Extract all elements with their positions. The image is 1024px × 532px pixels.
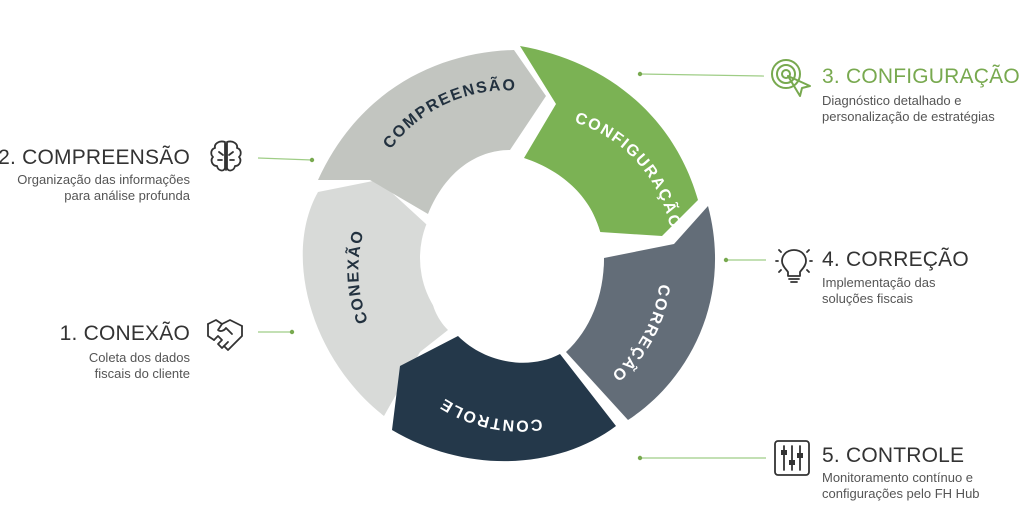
step-desc-configuracao-line2: personalização de estratégias <box>822 109 995 124</box>
step-compreensao: 2. COMPREENSÃO Organização das informaçõ… <box>0 140 242 203</box>
step-desc-correcao-line1: Implementação das <box>822 275 936 290</box>
step-desc-correcao-line2: soluções fiscais <box>822 291 914 306</box>
segment-conexao <box>302 180 450 416</box>
step-controle: 5. CONTROLE Monitoramento contínuo e con… <box>774 440 980 501</box>
brain-icon <box>210 140 242 172</box>
step-title-configuracao: 3. CONFIGURAÇÃO <box>822 64 1020 88</box>
step-desc-compreensao-line1: Organização das informações <box>17 172 190 187</box>
leader-dot-compreensao <box>309 157 315 163</box>
leader-dot-conexao <box>289 329 295 335</box>
step-conexao: 1. CONEXÃO Coleta dos dados fiscais do c… <box>60 319 243 381</box>
leader-configuracao <box>639 73 765 77</box>
cycle-ring <box>302 46 716 462</box>
handshake-icon <box>207 319 243 351</box>
leader-dot-controle <box>637 455 643 461</box>
sliders-icon <box>774 440 810 476</box>
step-title-correcao: 4. CORREÇÃO <box>822 247 969 271</box>
step-desc-compreensao-line2: para análise profunda <box>64 188 191 203</box>
target-click-icon <box>771 59 811 97</box>
segment-controle <box>392 336 616 462</box>
leader-lines <box>257 71 766 461</box>
leader-dot-correcao <box>723 257 729 263</box>
leader-dot-configuracao <box>637 71 643 77</box>
step-configuracao: 3. CONFIGURAÇÃO Diagnóstico detalhado e … <box>771 59 1020 124</box>
leader-compreensao <box>257 157 313 161</box>
segment-correcao <box>566 206 716 420</box>
step-desc-configuracao-line1: Diagnóstico detalhado e <box>822 93 962 108</box>
step-correcao: 4. CORREÇÃO Implementação das soluções f… <box>775 247 969 306</box>
segment-compreensao <box>318 50 546 214</box>
step-desc-controle-line1: Monitoramento contínuo e <box>822 470 973 485</box>
step-desc-controle-line2: configurações pelo FH Hub <box>822 486 980 501</box>
step-desc-conexao-line2: fiscais do cliente <box>95 366 190 381</box>
step-title-conexao: 1. CONEXÃO <box>60 321 190 345</box>
lightbulb-icon <box>775 249 813 283</box>
segment-configuracao <box>520 46 698 236</box>
step-desc-conexao-line1: Coleta dos dados <box>89 350 191 365</box>
step-title-compreensao: 2. COMPREENSÃO <box>0 145 190 169</box>
step-title-controle: 5. CONTROLE <box>822 444 964 467</box>
cycle-center <box>420 166 604 350</box>
